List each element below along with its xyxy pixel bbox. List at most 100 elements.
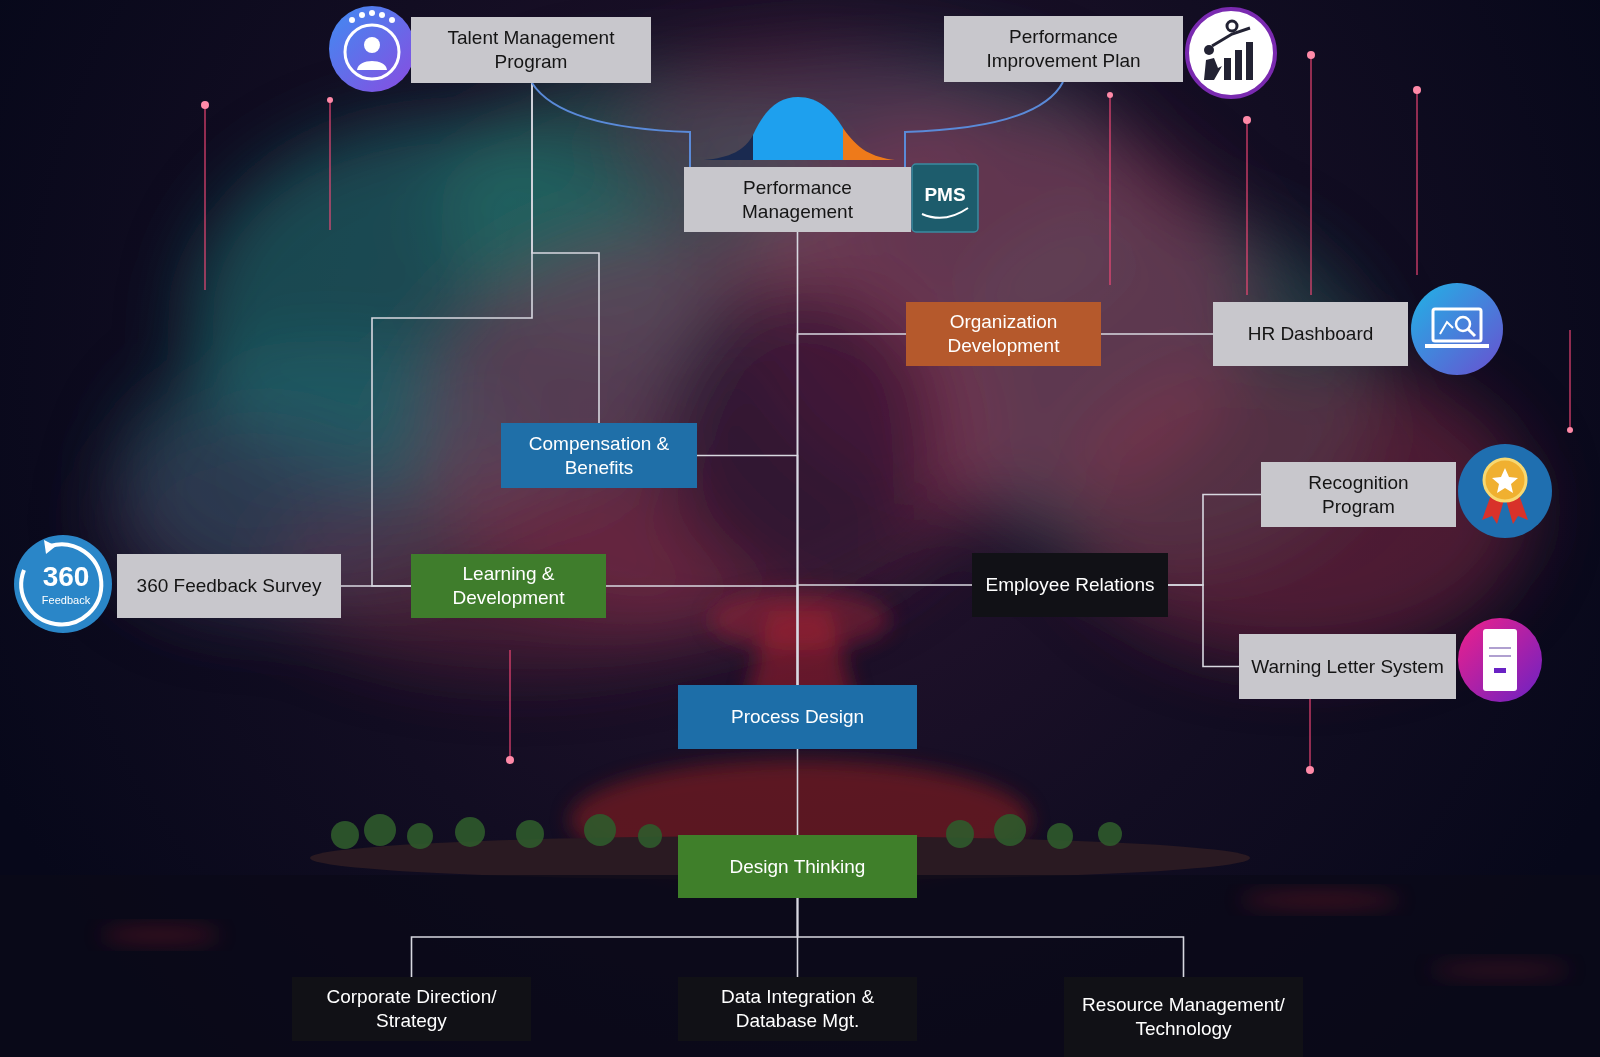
pms-logo-part xyxy=(922,208,968,218)
connector xyxy=(372,83,532,586)
island xyxy=(310,760,1250,880)
recognition-icon-part xyxy=(1484,459,1526,501)
recognition-icon-part xyxy=(1492,468,1518,493)
function-box: Learning & Development xyxy=(411,554,606,618)
program-box: Warning Letter System xyxy=(1239,634,1456,699)
light-beams-part xyxy=(1569,330,1571,430)
box-label: Resource Management/ Technology xyxy=(1076,993,1291,1041)
box-label: 360 Feedback Survey xyxy=(137,574,322,598)
talent-icon-part xyxy=(349,17,355,23)
improvement-icon xyxy=(1187,9,1275,97)
box-label: HR Dashboard xyxy=(1248,322,1374,346)
talent-icon-part xyxy=(364,37,380,53)
warning-icon-part xyxy=(1489,647,1511,649)
root-box: Data Integration & Database Mgt. xyxy=(678,977,917,1041)
talent-icon xyxy=(329,6,415,92)
improvement-icon-part xyxy=(1224,58,1231,80)
water-part xyxy=(1430,960,1570,980)
bell-chart xyxy=(704,97,895,160)
trunk-box: Design Thinking xyxy=(678,835,917,898)
island-part-part xyxy=(455,817,485,847)
light-dots-part xyxy=(201,101,209,109)
program-box: Recognition Program xyxy=(1261,462,1456,527)
bell-chart-part xyxy=(843,128,895,160)
island-part-part xyxy=(1047,823,1073,849)
root-box: Corporate Direction/ Strategy xyxy=(292,977,531,1041)
box-label: Performance Improvement Plan xyxy=(956,25,1171,73)
light-beams-part xyxy=(1246,120,1248,295)
box-label: Compensation & Benefits xyxy=(513,432,685,480)
pms-logo-part xyxy=(912,164,978,232)
light-beams-part xyxy=(1309,690,1311,770)
warning-icon xyxy=(1458,618,1542,702)
box-label: Recognition Program xyxy=(1273,471,1444,519)
trunk-box: Process Design xyxy=(678,685,917,749)
connector xyxy=(798,585,973,685)
island-part-part xyxy=(638,824,662,848)
connector xyxy=(532,83,599,423)
light-dots-part xyxy=(1107,92,1113,98)
function-box: Compensation & Benefits xyxy=(501,423,697,488)
light-dots-part xyxy=(1413,86,1421,94)
connector xyxy=(1168,495,1261,586)
light-dots-part xyxy=(327,97,333,103)
island-part-part xyxy=(364,814,396,846)
island-part-part xyxy=(1098,822,1122,846)
warning-icon-part xyxy=(1494,668,1506,673)
root-box: Resource Management/ Technology xyxy=(1064,977,1303,1057)
island-part-part xyxy=(994,814,1026,846)
improvement-icon-part xyxy=(1227,21,1237,31)
connector xyxy=(798,898,1184,977)
improvement-icon-part xyxy=(1187,9,1275,97)
tree-canopy xyxy=(100,40,1530,670)
connector xyxy=(797,749,799,835)
bell-chart-part xyxy=(704,135,753,160)
light-beams-part xyxy=(1416,90,1418,275)
feedback-icon xyxy=(14,535,112,633)
island-part-part xyxy=(584,814,616,846)
island-part-part xyxy=(331,821,359,849)
talent-icon-part xyxy=(357,61,387,70)
feedback-icon-part xyxy=(44,540,56,554)
recognition-icon-part xyxy=(1458,444,1552,538)
connector xyxy=(1168,585,1239,667)
pms-logo xyxy=(912,164,978,232)
dashboard-icon-part xyxy=(1440,322,1453,334)
improvement-icon-part xyxy=(1235,50,1242,80)
box-label: Learning & Development xyxy=(423,562,594,610)
talent-icon-part xyxy=(389,17,395,23)
dashboard-icon-part xyxy=(1425,344,1489,348)
island-part-part xyxy=(946,820,974,848)
logo-text: PMS xyxy=(918,185,972,206)
improvement-icon-part xyxy=(1204,58,1222,80)
light-dots-part xyxy=(1306,766,1314,774)
warning-icon-part xyxy=(1458,618,1542,702)
logo-text: Feedback xyxy=(26,594,106,606)
dashboard-icon-part xyxy=(1468,329,1475,336)
connector xyxy=(606,586,798,685)
talent-icon-part xyxy=(359,12,365,18)
hub-box: Performance Management xyxy=(684,167,911,232)
bell-chart-part xyxy=(753,97,843,160)
light-dots-part xyxy=(506,756,514,764)
talent-icon-part xyxy=(379,12,385,18)
light-dots xyxy=(201,51,1573,774)
connector xyxy=(905,82,1063,167)
dashboard-icon-part xyxy=(1433,309,1481,341)
program-box: Talent Management Program xyxy=(411,17,651,83)
feedback-icon-part xyxy=(14,535,112,633)
connector xyxy=(1101,333,1213,335)
box-label: Talent Management Program xyxy=(423,26,639,74)
connector xyxy=(412,898,798,977)
light-beams-part xyxy=(204,105,206,290)
island-part-part xyxy=(407,823,433,849)
program-box: Performance Improvement Plan xyxy=(944,16,1183,82)
dashboard-icon-part xyxy=(1411,283,1503,375)
talent-icon-part xyxy=(369,10,375,16)
connector xyxy=(798,334,907,685)
light-beams-part xyxy=(329,100,331,230)
tree-canopy-part xyxy=(100,420,400,620)
